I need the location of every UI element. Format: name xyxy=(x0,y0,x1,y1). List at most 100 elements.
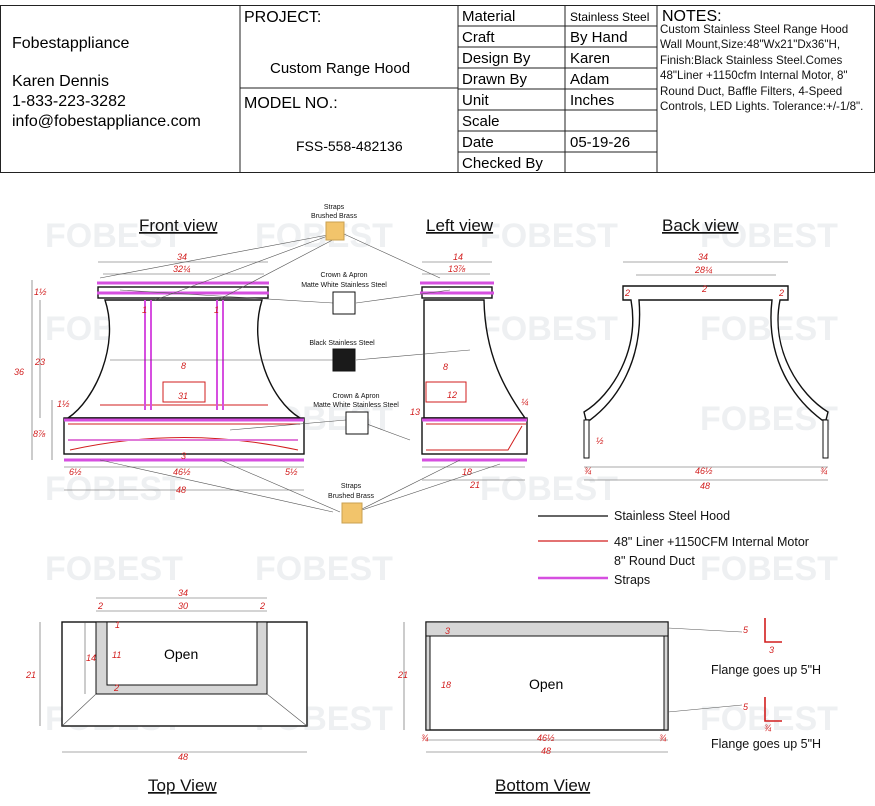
bottom-dim-foot: ¾ xyxy=(421,733,429,743)
model-label: MODEL NO.: xyxy=(244,95,338,112)
front-dim-arch: 3 xyxy=(181,451,186,461)
top-view: 34 30 2 2 21 14 11 1 2 48 Open xyxy=(25,588,308,762)
left-view: 14 13⅞ 8 12 13 18 21 ¼ xyxy=(410,252,529,490)
spec-label: Unit xyxy=(462,92,490,109)
contact-phone: 1-833-223-3282 xyxy=(12,93,126,110)
left-view-title: Left view xyxy=(426,216,494,235)
contact-name: Karen Dennis xyxy=(12,73,109,90)
watermark: FOBEST xyxy=(700,550,838,588)
watermark: FOBEST xyxy=(480,470,618,508)
watermark: FOBEST xyxy=(700,217,838,255)
flange-dim-h: 5 xyxy=(743,702,749,712)
spec-label: Material xyxy=(462,8,515,25)
back-dim-corner: 2 xyxy=(624,288,630,298)
bottom-view: 3 21 18 ¾ ¾ 46½ 48 Open 5 3 5 ¾ Flange g… xyxy=(397,618,821,756)
legend-hood: Stainless Steel Hood xyxy=(614,509,730,523)
bottom-open-label: Open xyxy=(529,676,563,692)
front-dim-height: 36 xyxy=(14,367,24,377)
back-dim-base: 46½ xyxy=(695,466,713,476)
flange-note: Flange goes up 5"H xyxy=(711,737,821,751)
watermark: FOBEST xyxy=(480,310,618,348)
front-dim-bottom: 48 xyxy=(176,485,186,495)
left-dim-d1: 18 xyxy=(462,467,472,477)
front-dim-crown: 1½ xyxy=(34,287,47,297)
front-dim-band: 1½ xyxy=(57,399,70,409)
watermark: FOBEST xyxy=(255,550,393,588)
project-label: PROJECT: xyxy=(244,9,321,26)
flange-dim-w: 3 xyxy=(769,645,774,655)
flange-dim-h: 5 xyxy=(743,625,749,635)
spec-value: 05-19-26 xyxy=(570,134,630,151)
front-dim-strap: 1 xyxy=(142,305,147,315)
front-view-title: Front view xyxy=(139,216,218,235)
spec-value: Inches xyxy=(570,92,614,109)
spec-value: Adam xyxy=(570,71,609,88)
spec-label: Drawn By xyxy=(462,71,528,88)
watermark: FOBEST xyxy=(700,700,838,738)
top-dim-edge: 2 xyxy=(259,601,265,611)
flange-note: Flange goes up 5"H xyxy=(711,663,821,677)
watermark: FOBEST xyxy=(45,550,183,588)
front-dim-inner: 32¼ xyxy=(173,264,191,274)
bottom-dim-base: 46½ xyxy=(537,733,555,743)
back-view: 34 28¼ 2 2 2 ½ ¾ ¾ 46½ 48 xyxy=(583,252,829,491)
front-view: 34 32¼ 36 23 1½ 1½ 8⅞ 8 31 3 46½ 48 6½ 5… xyxy=(14,252,305,495)
swatch-black-steel xyxy=(332,348,356,372)
swatch-straps xyxy=(325,221,345,241)
left-dim-edge: ¼ xyxy=(521,397,529,407)
top-dim-bottom: 48 xyxy=(178,752,188,762)
bottom-dim-rail: 3 xyxy=(445,626,450,636)
legend: Stainless Steel Hood 48" Liner +1150CFM … xyxy=(538,509,809,587)
left-dim-d2: 21 xyxy=(469,480,480,490)
back-view-title: Back view xyxy=(662,216,739,235)
spec-value: Karen xyxy=(570,50,610,67)
spec-label: Checked By xyxy=(462,155,543,172)
swatch-straps xyxy=(341,502,363,524)
title-block: Fobestappliance Karen Dennis 1-833-223-3… xyxy=(0,5,875,173)
bottom-view-title: Bottom View xyxy=(495,776,591,795)
left-dim-liner: 12 xyxy=(447,390,457,400)
front-dim-liner: 31 xyxy=(178,391,188,401)
company-name: Fobestappliance xyxy=(12,35,130,52)
front-dim-base: 46½ xyxy=(173,467,191,477)
swatch-label: Matte White Stainless Steel xyxy=(313,402,399,409)
front-dim-apron: 8⅞ xyxy=(33,429,46,439)
spec-label: Date xyxy=(462,134,494,151)
spec-value: By Hand xyxy=(570,29,628,46)
project-name: Custom Range Hood xyxy=(270,60,410,77)
swatch-apron xyxy=(345,411,369,435)
top-view-title: Top View xyxy=(148,776,217,795)
swatch-label: Black Stainless Steel xyxy=(309,340,375,347)
legend-liner: 48" Liner +1150CFM Internal Motor xyxy=(614,535,809,549)
watermark: FOBEST xyxy=(700,310,838,348)
back-dim-foot: ¾ xyxy=(820,466,828,476)
swatch-label: Straps xyxy=(324,204,345,211)
top-dim-edge: 2 xyxy=(97,601,103,611)
top-dim-h-mid: 14 xyxy=(86,653,96,663)
legend-straps: Straps xyxy=(614,573,650,587)
bottom-dim-inner: 18 xyxy=(441,680,451,690)
swatch-crown xyxy=(332,291,356,315)
back-dim-foot: ¾ xyxy=(584,466,592,476)
swatch-label: Crown & Apron xyxy=(320,272,367,279)
material-callouts: Straps Brushed Brass Crown & Apron Matte… xyxy=(99,204,501,524)
left-dim-side: 13 xyxy=(410,407,420,417)
top-dim-b1: 1 xyxy=(115,620,120,630)
watermark: FOBEST xyxy=(45,217,183,255)
swatch-label: Brushed Brass xyxy=(328,493,374,500)
bottom-dim-bottom: 48 xyxy=(541,746,551,756)
back-dim-bottom: 48 xyxy=(700,481,710,491)
bottom-dim-depth: 21 xyxy=(397,670,408,680)
back-dim-corner: 2 xyxy=(778,288,784,298)
back-dim-side: ½ xyxy=(596,436,604,446)
front-dim-side-right: 5½ xyxy=(285,467,298,477)
notes-text: Custom Stainless Steel Range Hood Wall M… xyxy=(660,23,864,114)
front-dim-side-left: 6½ xyxy=(69,467,82,477)
spec-label: Craft xyxy=(462,29,495,46)
swatch-label: Straps xyxy=(341,483,362,490)
swatch-label: Matte White Stainless Steel xyxy=(301,282,387,289)
left-dim-top: 14 xyxy=(453,252,463,262)
watermark: FOBEST xyxy=(45,470,183,508)
